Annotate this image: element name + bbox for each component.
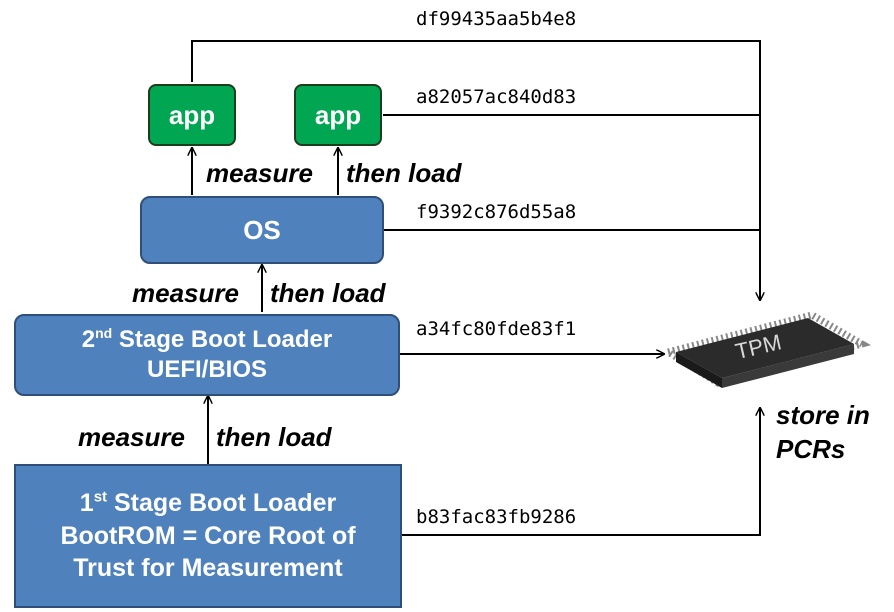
then-load-label-top: then load (346, 158, 462, 188)
tpm-chip-icon: TPM (659, 311, 872, 388)
line-app1-to-tpm (191, 40, 760, 300)
hash-os: f9392c876d55a8 (416, 201, 577, 223)
pcrs-label: PCRs (776, 434, 846, 464)
hash-stage2: a34fc80fde83f1 (416, 318, 577, 340)
hash-app1: df99435aa5b4e8 (416, 8, 577, 30)
measure-label-mid: measure (132, 278, 239, 308)
hash-stage1: b83fac83fb9286 (416, 506, 577, 528)
os-box-label: OS (243, 214, 281, 245)
line-stage1-to-tpm (402, 408, 760, 536)
app-box-2-label: app (314, 99, 362, 130)
store-in-label: store in (776, 400, 870, 430)
stage2-box: 2nd Stage Boot Loader UEFI/BIOS (14, 314, 400, 396)
measure-label-low: measure (78, 422, 185, 452)
hash-app2: a82057ac840d83 (416, 86, 577, 108)
stage1-box: 1st Stage Boot Loader BootROM = Core Roo… (14, 464, 402, 608)
stage2-line2: UEFI/BIOS (146, 356, 267, 383)
measure-label-top: measure (206, 158, 313, 188)
stage1-line3: Trust for Measurement (73, 554, 343, 583)
then-load-label-mid: then load (270, 278, 386, 308)
stage1-line1: 1st Stage Boot Loader (79, 488, 337, 518)
app-box-1-label: app (168, 99, 216, 130)
stage1-line2: BootROM = Core Root of (60, 521, 356, 550)
then-load-label-low: then load (216, 422, 332, 452)
app-box-1: app (148, 84, 236, 146)
stage2-line1: 2nd Stage Boot Loader (81, 325, 333, 353)
app-box-2: app (294, 84, 382, 146)
os-box: OS (140, 196, 384, 264)
